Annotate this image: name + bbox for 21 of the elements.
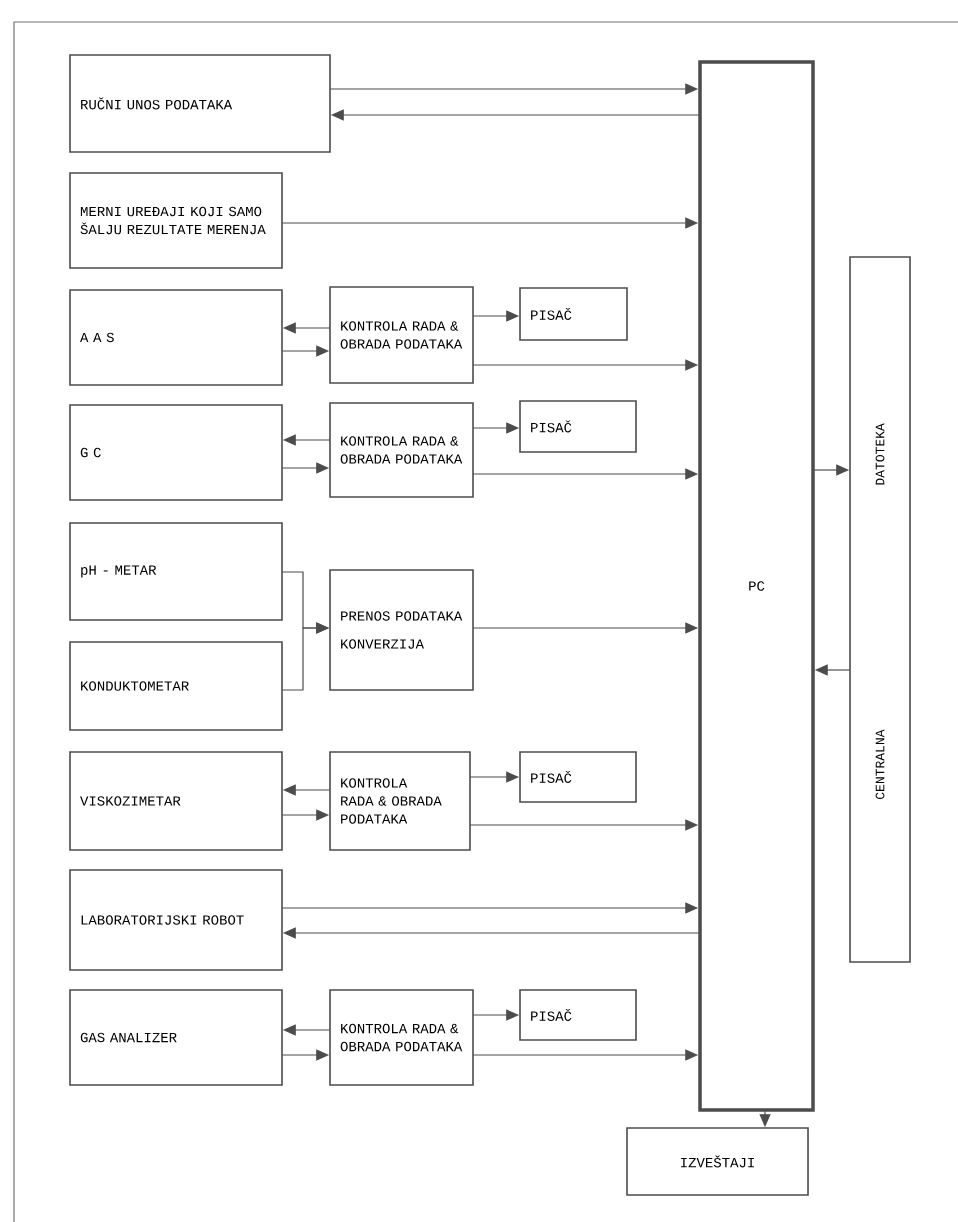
- printer-box: PISAČ: [519, 400, 637, 453]
- process-box: KONTROLA RADA & OBRADA PODATAKA: [329, 286, 474, 384]
- device-box: A A S: [69, 289, 283, 386]
- printer-box: PISAČ: [519, 989, 637, 1041]
- device-box: KONDUKTOMETAR: [69, 641, 283, 731]
- process-box: KONTROLA RADA & OBRADA PODATAKA: [329, 751, 471, 851]
- device-box: VISKOZIMETAR: [69, 751, 283, 851]
- computer-box: PC: [698, 60, 815, 1112]
- file-box: CENTRALNA DATOTEKA: [849, 256, 911, 963]
- process-box: PRENOS PODATAKA KONVERZIJA: [329, 569, 474, 691]
- device-box: G C: [69, 404, 283, 501]
- device-box: GAS ANALIZER: [69, 989, 283, 1086]
- device-box: LABORATORIJSKI ROBOT: [69, 869, 283, 971]
- printer-box: PISAČ: [519, 751, 637, 803]
- printer-box: PISAČ: [519, 287, 628, 341]
- process-box: KONTROLA RADA & OBRADA PODATAKA: [329, 402, 474, 498]
- device-box: pH - METAR: [69, 522, 283, 621]
- input-box: RUČNI UNOS PODATAKA: [69, 54, 331, 153]
- report-box: IZVEŠTAJI: [626, 1127, 809, 1196]
- device-box: MERNI UREĐAJI KOJI SAMO ŠALJU REZULTATE MERENJA: [69, 172, 283, 269]
- process-box: KONTROLA RADA & OBRADA PODATAKA: [329, 989, 474, 1086]
